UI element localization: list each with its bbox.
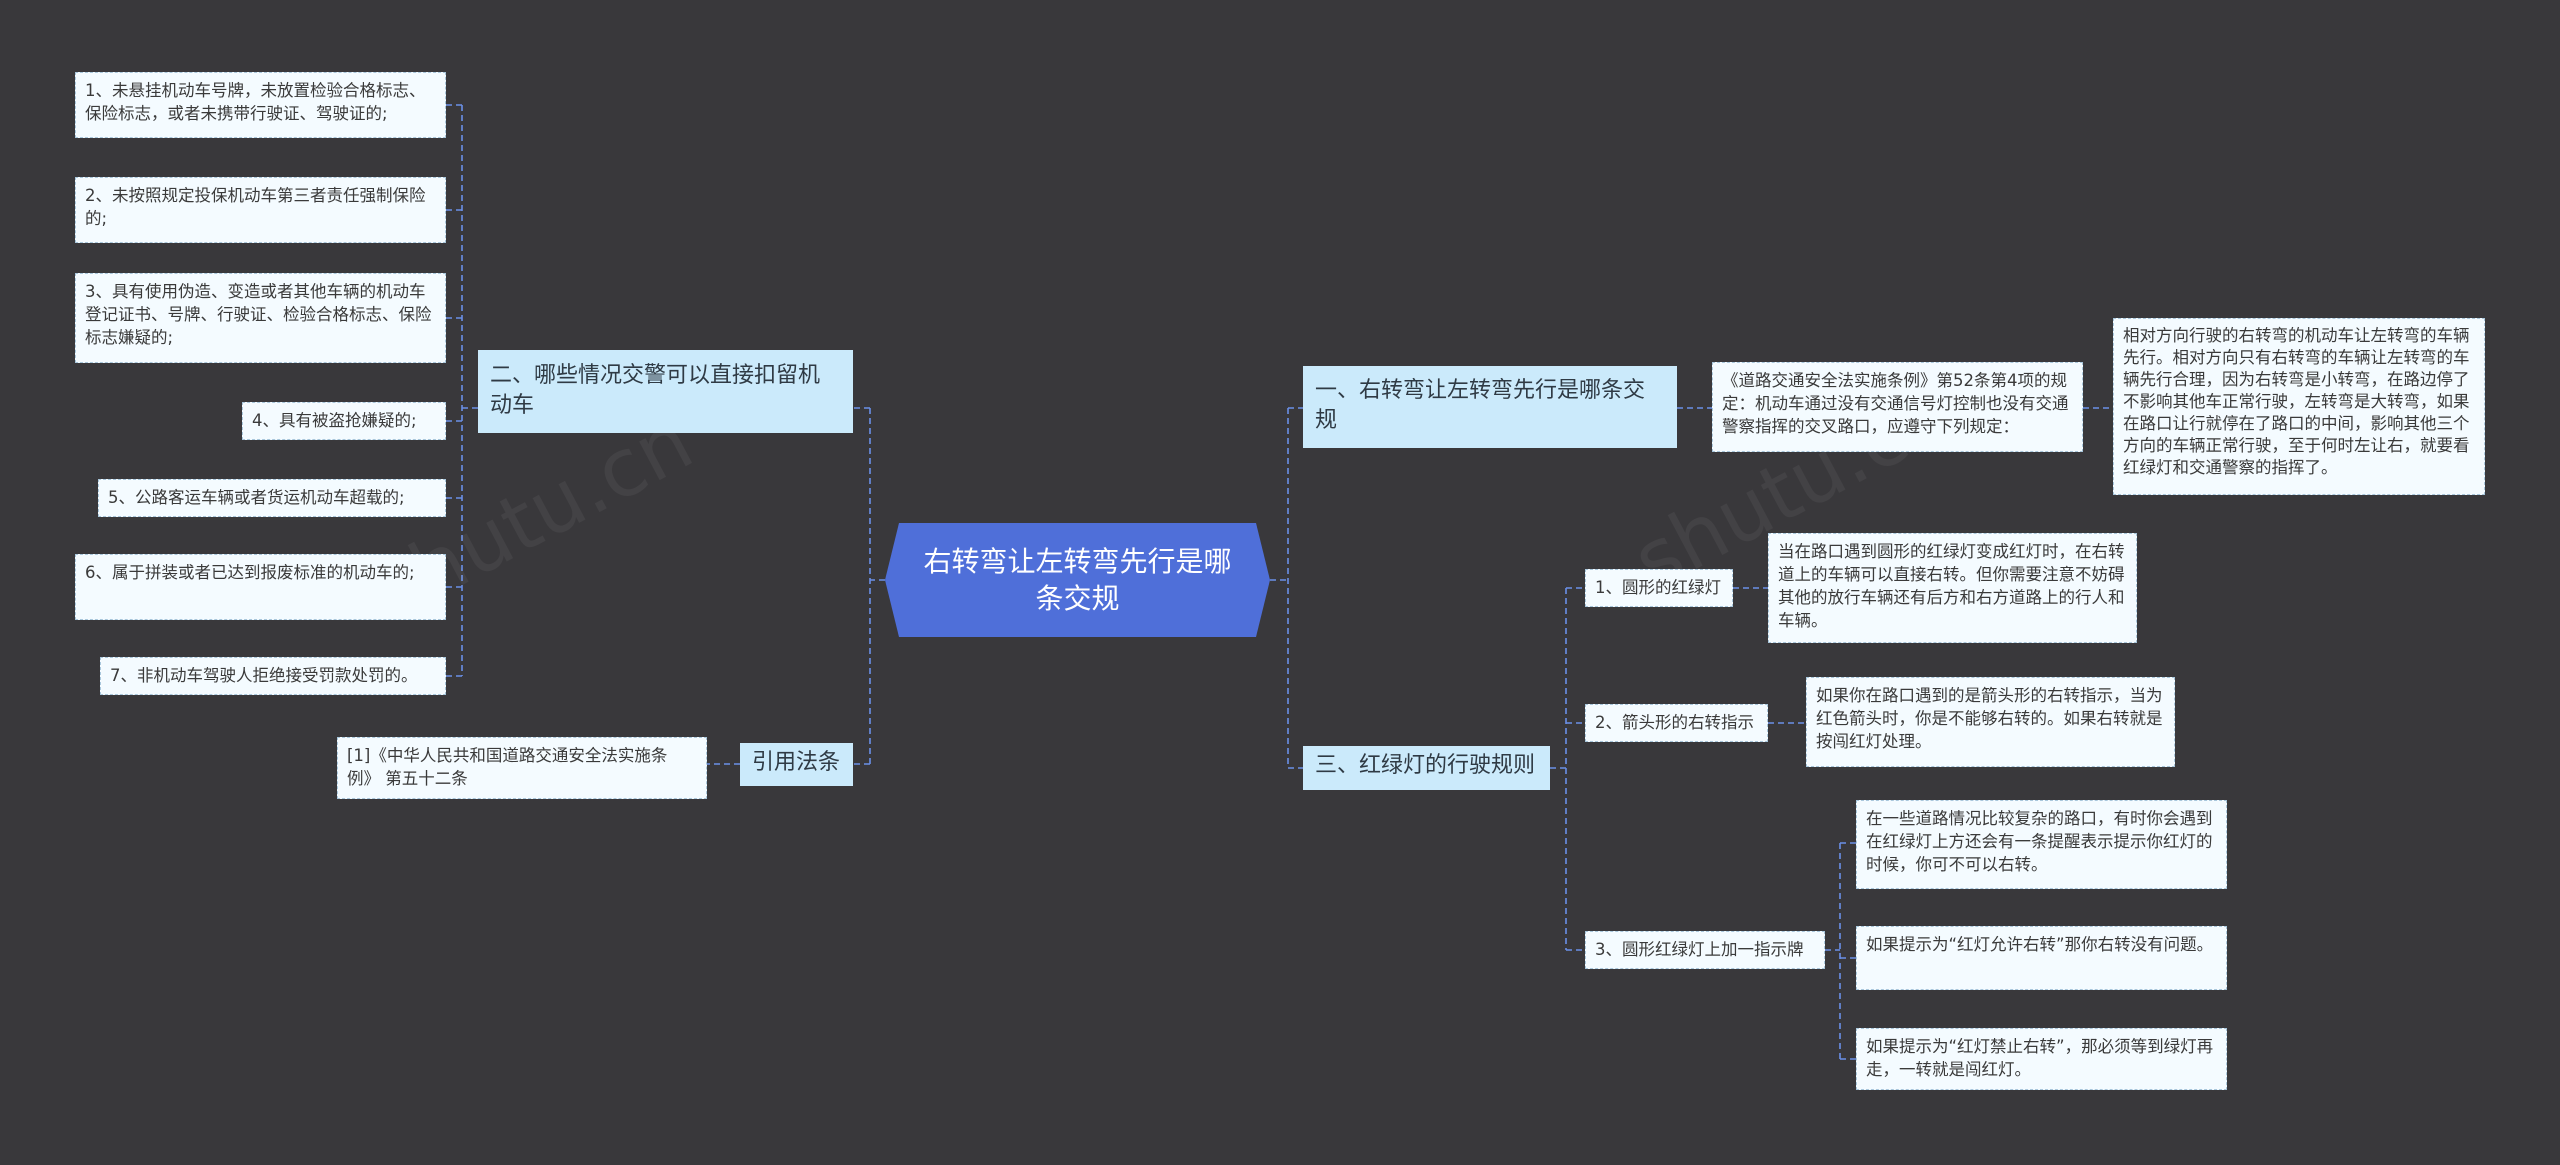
list-item: 4、具有被盗抢嫌疑的; [242, 402, 446, 440]
list-item: 如果提示为“红灯允许右转”那你右转没有问题。 [1856, 926, 2227, 990]
branch-lights[interactable]: 三、红绿灯的行驶规则 [1303, 746, 1550, 790]
list-item: 3、具有使用伪造、变造或者其他车辆的机动车登记证书、号牌、行驶证、检验合格标志、… [75, 273, 446, 363]
sub-round-light[interactable]: 1、圆形的红绿灯 [1585, 569, 1733, 607]
list-item: 2、未按照规定投保机动车第三者责任强制保险的; [75, 177, 446, 243]
citation-item: [1]《中华人民共和国道路交通安全法实施条例》 第五十二条 [337, 737, 707, 799]
branch-citation[interactable]: 引用法条 [740, 743, 853, 786]
root-node[interactable]: 右转弯让左转弯先行是哪条交规 [885, 523, 1270, 637]
list-item: 1、未悬挂机动车号牌，未放置检验合格标志、保险标志，或者未携带行驶证、驾驶证的; [75, 72, 446, 138]
branch-detain[interactable]: 二、哪些情况交警可以直接扣留机动车 [478, 350, 853, 433]
list-item: 6、属于拼装或者已达到报废标准的机动车的; [75, 554, 446, 620]
list-item: 5、公路客运车辆或者货运机动车超载的; [98, 479, 446, 517]
list-item: 如果你在路口遇到的是箭头形的右转指示，当为红色箭头时，你是不能够右转的。如果右转… [1806, 677, 2175, 767]
rule-detail: 《道路交通安全法实施条例》第52条第4项的规定：机动车通过没有交通信号灯控制也没… [1712, 362, 2083, 452]
list-item: 在一些道路情况比较复杂的路口，有时你会遇到在红绿灯上方还会有一条提醒表示提示你红… [1856, 800, 2227, 889]
sub-sign-light[interactable]: 3、圆形红绿灯上加一指示牌 [1585, 931, 1825, 969]
root-shape [885, 523, 1270, 637]
list-item: 当在路口遇到圆形的红绿灯变成红灯时，在右转道上的车辆可以直接右转。但你需要注意不… [1768, 533, 2137, 643]
branch-rule[interactable]: 一、右转弯让左转弯先行是哪条交规 [1303, 366, 1677, 448]
list-item: 7、非机动车驾驶人拒绝接受罚款处罚的。 [100, 657, 446, 695]
rule-explanation: 相对方向行驶的右转弯的机动车让左转弯的车辆先行。相对方向只有右转弯的车辆让左转弯… [2113, 318, 2485, 495]
sub-arrow-signal[interactable]: 2、箭头形的右转指示 [1585, 704, 1768, 742]
root-title: 右转弯让左转弯先行是哪条交规 [923, 545, 1232, 615]
list-item: 如果提示为“红灯禁止右转”，那必须等到绿灯再走，一转就是闯红灯。 [1856, 1028, 2227, 1090]
